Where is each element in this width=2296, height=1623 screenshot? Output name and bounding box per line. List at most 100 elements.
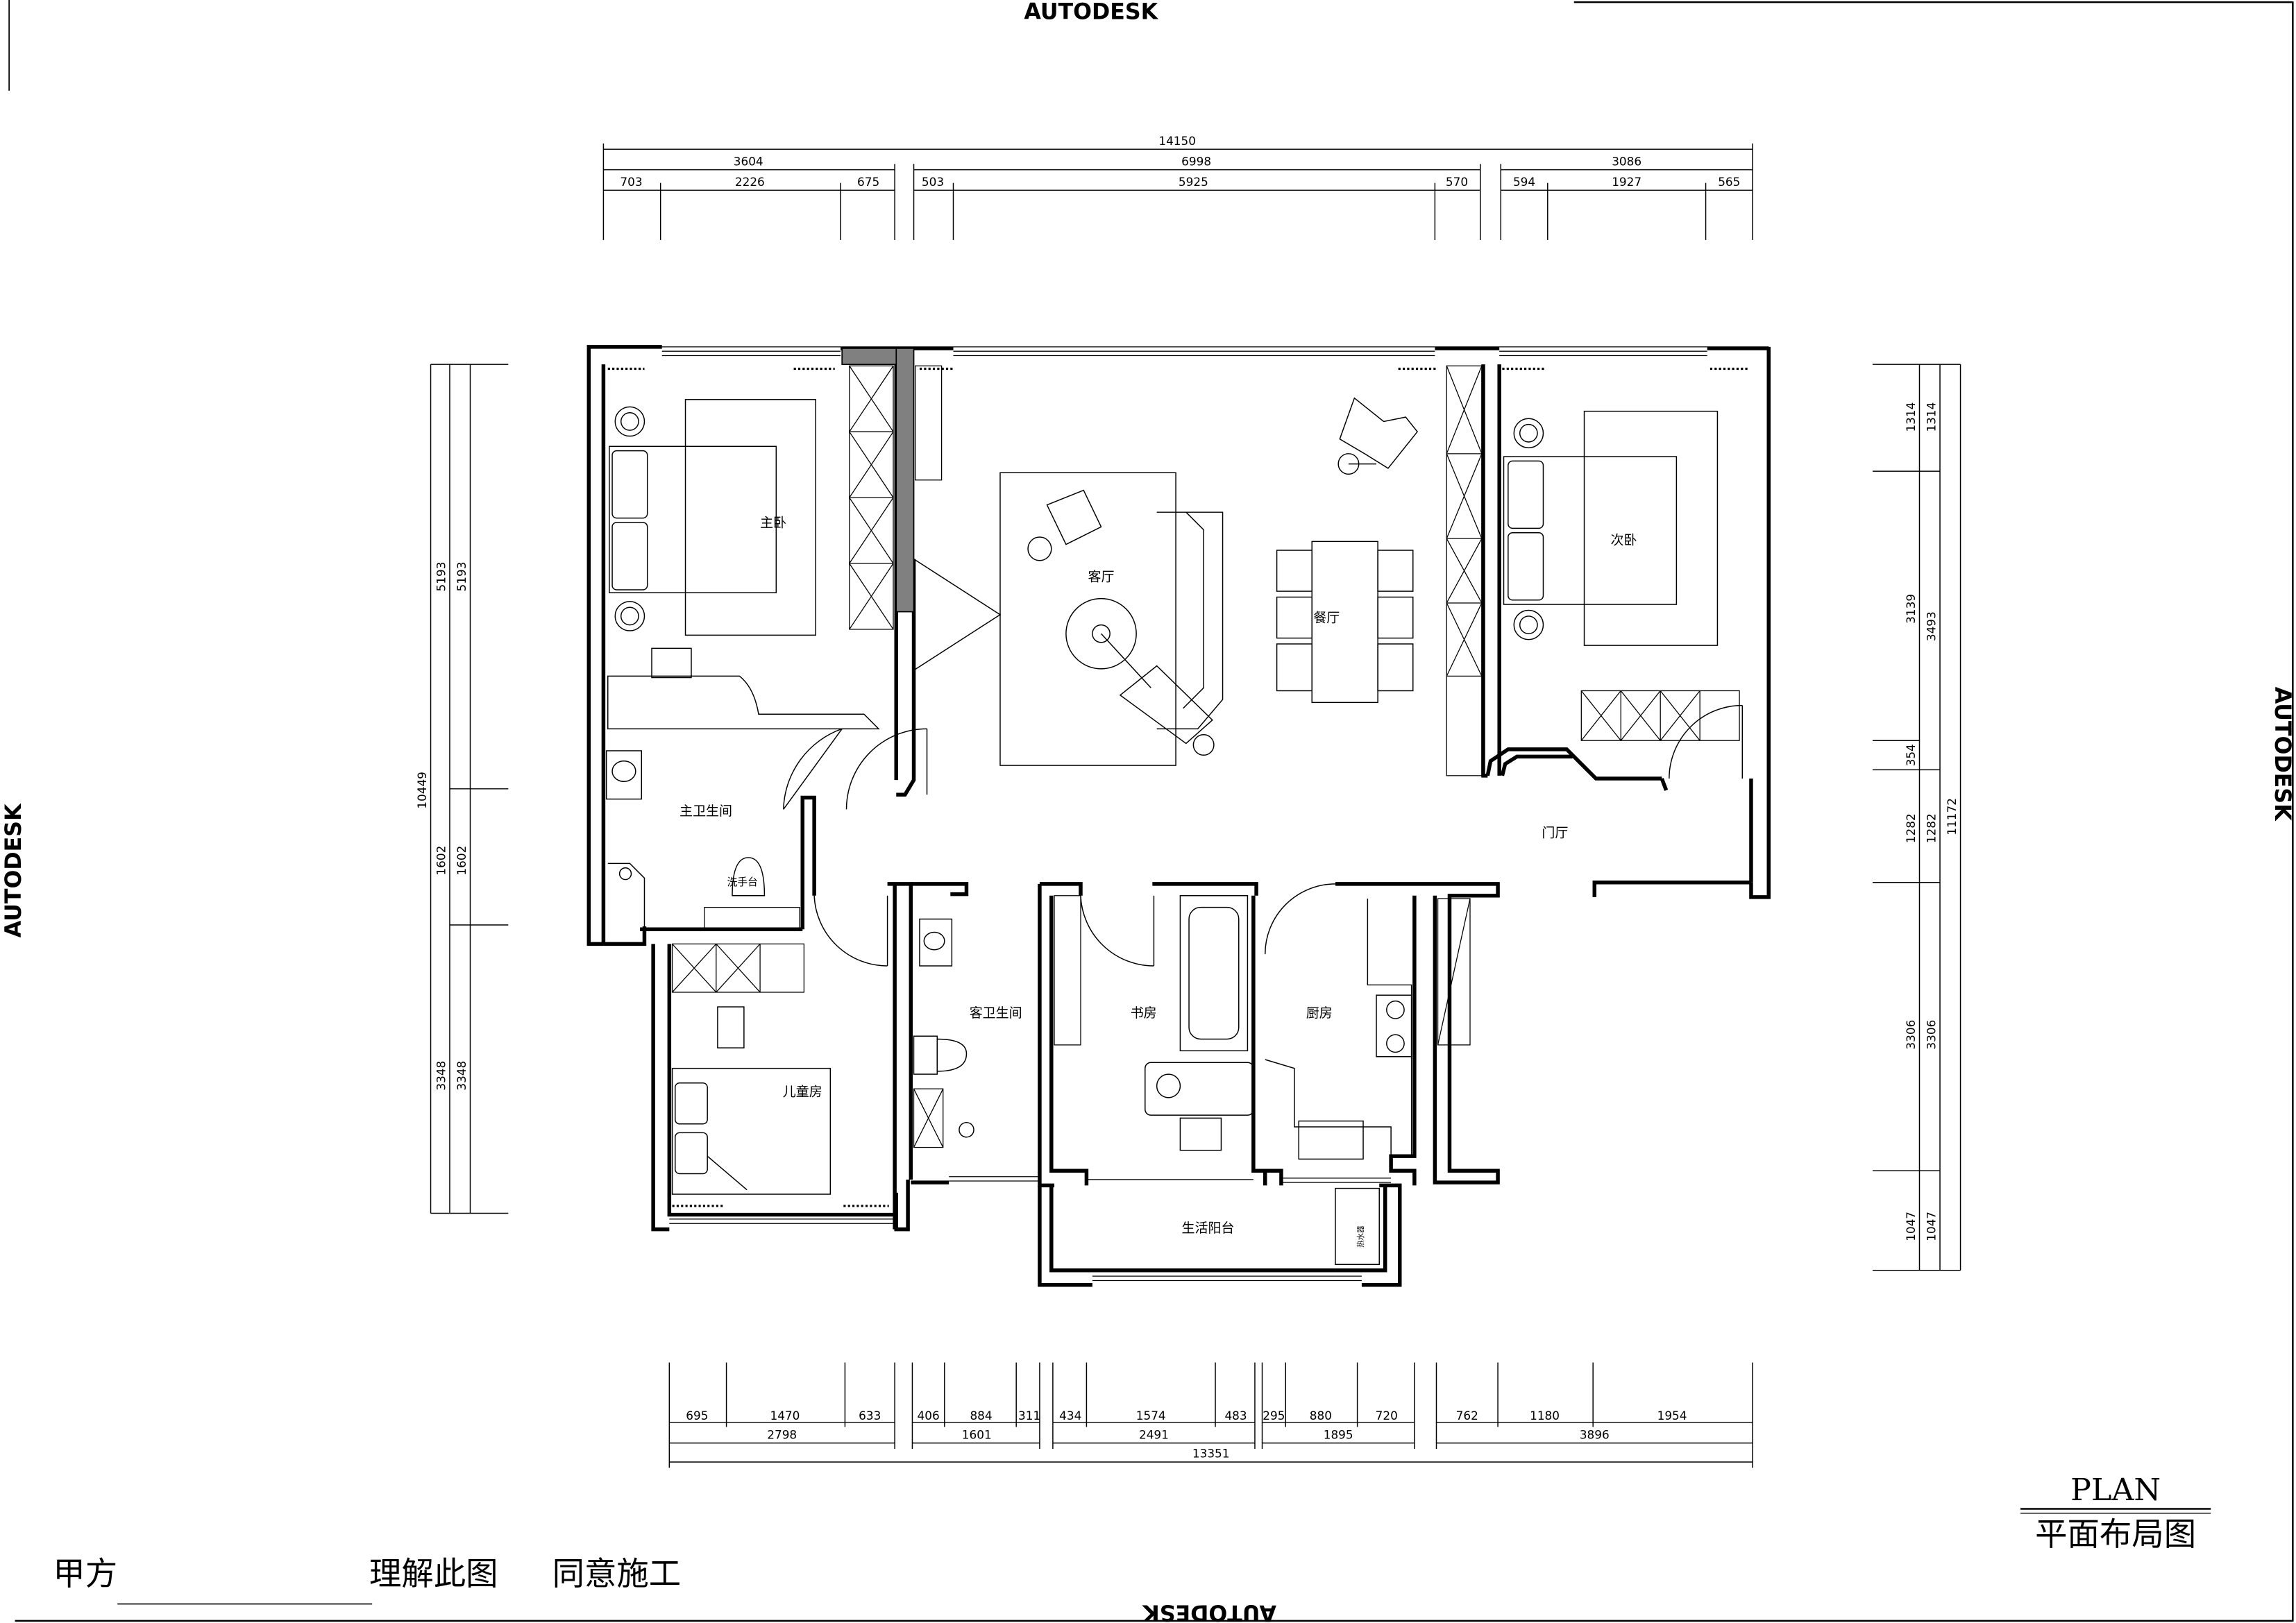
kids-room-furniture (671, 1006, 832, 1195)
living-room-furniture (999, 397, 1419, 766)
dim-top-segment: 703 (620, 175, 642, 189)
dim-right-total: 11172 (1945, 798, 1959, 835)
dim-bottom-group: 1601 (962, 1427, 992, 1441)
second-bedroom-furniture (1503, 410, 1719, 646)
dim-right-segment: 1282 (1904, 813, 1918, 843)
dim-left-segment: 1602 (455, 846, 469, 876)
dim-top-segment: 565 (1718, 175, 1740, 189)
room-label-wash-basin: 洗手台 (727, 876, 758, 888)
signature-block: 甲方 理解此图 同意施工 (53, 1555, 682, 1605)
dim-top-segment: 570 (1446, 175, 1468, 189)
dining-furniture (1276, 541, 1414, 704)
dim-bottom-segment: 880 (1310, 1409, 1332, 1422)
study-furniture (1145, 895, 1254, 1151)
sheet-border (8, 0, 2294, 1622)
room-label-study: 书房 (1131, 1005, 1157, 1021)
dim-bottom-segment: 720 (1376, 1409, 1398, 1422)
watermark-right: AUTODESK (2270, 687, 2295, 822)
title-block: PLAN 平面布局图 (2020, 1472, 2211, 1553)
left-dimension-labels: 10449 5193 5193 1602 1602 3348 3348 (415, 562, 469, 1091)
top-dimension-lines (602, 143, 1753, 240)
dim-bottom-segment: 633 (859, 1409, 881, 1422)
dim-bottom-segment: 1180 (1530, 1409, 1560, 1422)
signature-party: 甲方 (53, 1555, 117, 1592)
dim-top-segment: 1927 (1612, 175, 1641, 189)
dim-bottom-segment: 884 (970, 1409, 992, 1422)
room-label-guest-bathroom: 客卫生间 (970, 1005, 1022, 1021)
dim-top-total: 14150 (1158, 134, 1196, 148)
structural-column (841, 348, 915, 613)
room-label-second-bedroom: 次卧 (1610, 533, 1637, 548)
room-label-water-heater: 热水器 (1356, 1225, 1365, 1248)
dim-bottom-segment: 483 (1224, 1409, 1247, 1422)
left-dimension-lines (430, 364, 509, 1214)
dim-bottom-segment: 311 (1018, 1409, 1040, 1422)
dim-bottom-group: 3896 (1580, 1427, 1610, 1441)
dim-bottom-group: 2491 (1139, 1427, 1169, 1441)
dim-right-segment: 1314 (1904, 402, 1918, 432)
room-label-master-bathroom: 主卫生间 (679, 804, 732, 819)
dim-top-group: 3604 (734, 154, 763, 168)
doors (783, 559, 1744, 967)
dim-bottom-segment: 1954 (1657, 1409, 1687, 1422)
dim-bottom-segment: 762 (1456, 1409, 1478, 1422)
room-label-kids-room: 儿童房 (783, 1085, 822, 1100)
dim-right-segment: 3493 (1925, 611, 1939, 641)
signature-agree: 同意施工 (552, 1555, 682, 1592)
dim-right-segment: 1282 (1925, 813, 1939, 843)
dim-top-segment: 675 (857, 175, 879, 189)
dim-left-segment: 5193 (434, 562, 448, 592)
dim-bottom-total: 13351 (1192, 1447, 1230, 1461)
dim-right-segment: 3306 (1904, 1020, 1918, 1050)
kitchen-fixtures (1265, 898, 1412, 1266)
plan-title-cn: 平面布局图 (2035, 1515, 2196, 1553)
windows (661, 346, 1707, 1282)
watermark-top: AUTODESK (1024, 0, 1158, 24)
dim-right-segment: 354 (1904, 744, 1918, 766)
signature-understand: 理解此图 (369, 1555, 498, 1592)
room-label-utility-balcony: 生活阳台 (1182, 1221, 1235, 1236)
walls (586, 345, 1771, 1287)
dim-bottom-segment: 434 (1059, 1409, 1081, 1422)
dim-right-segment: 1047 (1904, 1212, 1918, 1241)
dim-bottom-segment: 1470 (770, 1409, 800, 1422)
watermark-bottom: AUTODESK (1142, 1600, 1276, 1623)
dim-bottom-segment: 295 (1263, 1409, 1285, 1422)
room-label-master-bedroom: 主卧 (760, 515, 786, 530)
room-label-dining-room: 餐厅 (1313, 610, 1340, 625)
right-dimension-lines (1873, 364, 1961, 1271)
dim-left-segment: 5193 (455, 562, 469, 592)
dim-left-segment: 1602 (434, 846, 448, 876)
dim-bottom-segment: 406 (918, 1409, 940, 1422)
dim-right-segment: 1047 (1925, 1212, 1939, 1241)
curtains (607, 367, 1748, 1207)
plan-title-en: PLAN (2070, 1472, 2161, 1508)
watermark-left: AUTODESK (1, 803, 26, 937)
dim-top-segment: 5925 (1179, 175, 1208, 189)
bathroom-fixtures (605, 750, 974, 1138)
room-label-kitchen: 厨房 (1306, 1005, 1333, 1021)
dim-bottom-group: 1895 (1324, 1427, 1353, 1441)
dim-top-segment: 503 (922, 175, 944, 189)
room-labels: 主卧 次卧 客厅 餐厅 主卫生间 洗手台 门厅 客卫生间 书房 厨房 儿童房 生… (679, 515, 1637, 1248)
room-label-foyer: 门厅 (1542, 825, 1568, 840)
dim-top-segment: 594 (1513, 175, 1535, 189)
dim-right-segment: 3306 (1925, 1020, 1939, 1050)
dim-bottom-group: 2798 (767, 1427, 797, 1441)
right-dimension-labels: 1314 1314 3139 3493 354 1282 1282 11172 … (1904, 402, 1959, 1241)
dim-left-segment: 3348 (455, 1061, 469, 1091)
dim-top-group: 3086 (1612, 154, 1641, 168)
dim-bottom-segment: 695 (686, 1409, 708, 1422)
dim-top-group: 6998 (1181, 154, 1211, 168)
dim-top-segment: 2226 (735, 175, 765, 189)
master-bedroom-furniture (607, 399, 880, 730)
dim-right-segment: 3139 (1904, 594, 1918, 624)
dim-left-total: 10449 (415, 772, 429, 809)
cabinets (671, 365, 1740, 1148)
bottom-dimension-labels: 695 1470 633 406 884 311 434 1574 483 29… (686, 1409, 1687, 1461)
room-label-living-room: 客厅 (1088, 569, 1115, 584)
top-dimension-labels: 14150 3604 6998 3086 703 2226 675 503 59… (620, 134, 1740, 189)
bottom-dimension-lines (668, 1362, 1753, 1468)
dim-left-segment: 3348 (434, 1061, 448, 1091)
